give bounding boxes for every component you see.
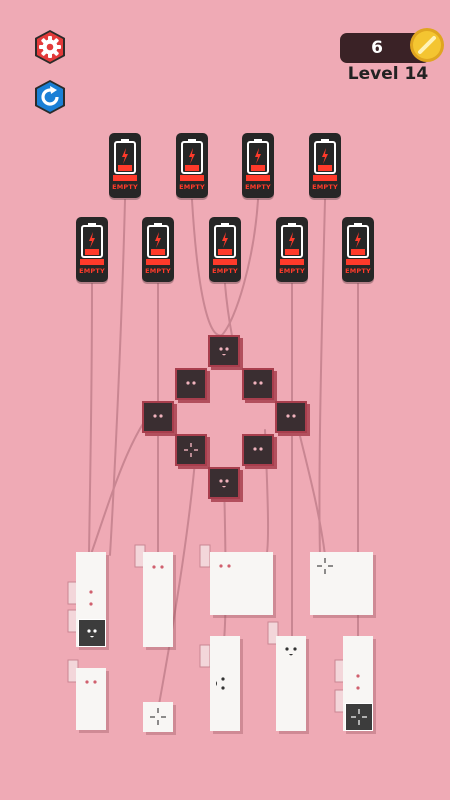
eyes-icon <box>219 564 231 568</box>
connector-cube[interactable] <box>242 368 274 400</box>
eyes-icon <box>85 680 97 684</box>
coin-icon <box>410 28 444 62</box>
battery-status: EMPTY <box>79 267 105 275</box>
settings-button[interactable] <box>31 28 69 66</box>
battery-status: EMPTY <box>179 183 205 191</box>
eyes-icon <box>253 447 263 451</box>
battery-empty-icon <box>213 223 237 265</box>
battery-empty-icon <box>113 139 137 181</box>
face-icon <box>219 479 229 488</box>
crosshair-icon <box>184 443 198 457</box>
wire <box>221 199 259 336</box>
battery[interactable]: EMPTY <box>209 217 241 282</box>
battery[interactable]: EMPTY <box>109 133 141 198</box>
connector-cube[interactable] <box>208 467 240 499</box>
face-icon <box>285 647 297 656</box>
battery-status: EMPTY <box>345 267 371 275</box>
eyes-icon <box>153 414 163 418</box>
cable-clip <box>199 544 211 568</box>
eyes-icon <box>186 381 196 385</box>
eyes-icon <box>216 677 225 690</box>
battery-empty-icon <box>180 139 204 181</box>
plug-block[interactable] <box>76 552 106 647</box>
battery-status: EMPTY <box>145 267 171 275</box>
plug-block[interactable] <box>276 636 306 731</box>
eyes-icon <box>152 565 164 569</box>
wire <box>191 199 223 337</box>
eyes-icon <box>356 674 360 690</box>
battery[interactable]: EMPTY <box>176 133 208 198</box>
crosshair-icon <box>317 558 333 574</box>
battery-empty-icon <box>80 223 104 265</box>
battery-empty-icon <box>346 223 370 265</box>
face-icon <box>219 347 229 356</box>
plug-socket <box>345 703 373 731</box>
connector-cube[interactable] <box>275 401 307 433</box>
plug-block[interactable] <box>76 668 106 730</box>
coin-count: 6 <box>371 38 383 58</box>
battery[interactable]: EMPTY <box>309 133 341 198</box>
battery-status: EMPTY <box>245 183 271 191</box>
face-icon <box>87 629 97 638</box>
battery-empty-icon <box>313 139 337 181</box>
plug-block[interactable] <box>210 552 273 615</box>
battery-status: EMPTY <box>279 267 305 275</box>
wire <box>88 283 93 556</box>
wire <box>109 199 126 556</box>
restart-button[interactable] <box>31 78 69 116</box>
gear-icon <box>35 30 65 64</box>
eyes-icon <box>253 381 263 385</box>
level-label: Level 14 <box>347 64 429 84</box>
crosshair-icon <box>351 709 367 725</box>
battery-status: EMPTY <box>212 267 238 275</box>
wire <box>318 199 326 556</box>
connector-cube[interactable] <box>175 368 207 400</box>
cable-clip <box>267 621 279 645</box>
wire <box>157 449 197 711</box>
battery-empty-icon <box>146 223 170 265</box>
refresh-icon <box>35 80 65 114</box>
battery[interactable]: EMPTY <box>242 133 274 198</box>
plug-block[interactable] <box>310 552 373 615</box>
connector-cube[interactable] <box>175 434 207 466</box>
eyes-icon <box>286 414 296 418</box>
plug-block[interactable] <box>210 636 240 731</box>
connector-cube[interactable] <box>142 401 174 433</box>
plug-block[interactable] <box>143 702 173 732</box>
crosshair-icon <box>150 708 166 725</box>
battery[interactable]: EMPTY <box>342 217 374 282</box>
battery-status: EMPTY <box>112 183 138 191</box>
battery[interactable]: EMPTY <box>76 217 108 282</box>
battery[interactable]: EMPTY <box>276 217 308 282</box>
cable-clip <box>199 644 211 668</box>
plug-block[interactable] <box>343 636 373 731</box>
eyes-icon <box>89 590 93 606</box>
battery[interactable]: EMPTY <box>142 217 174 282</box>
plug-socket <box>78 619 106 647</box>
connector-cube[interactable] <box>208 335 240 367</box>
battery-empty-icon <box>246 139 270 181</box>
connector-cube[interactable] <box>242 434 274 466</box>
battery-empty-icon <box>280 223 304 265</box>
plug-block[interactable] <box>143 552 173 647</box>
battery-status: EMPTY <box>312 183 338 191</box>
